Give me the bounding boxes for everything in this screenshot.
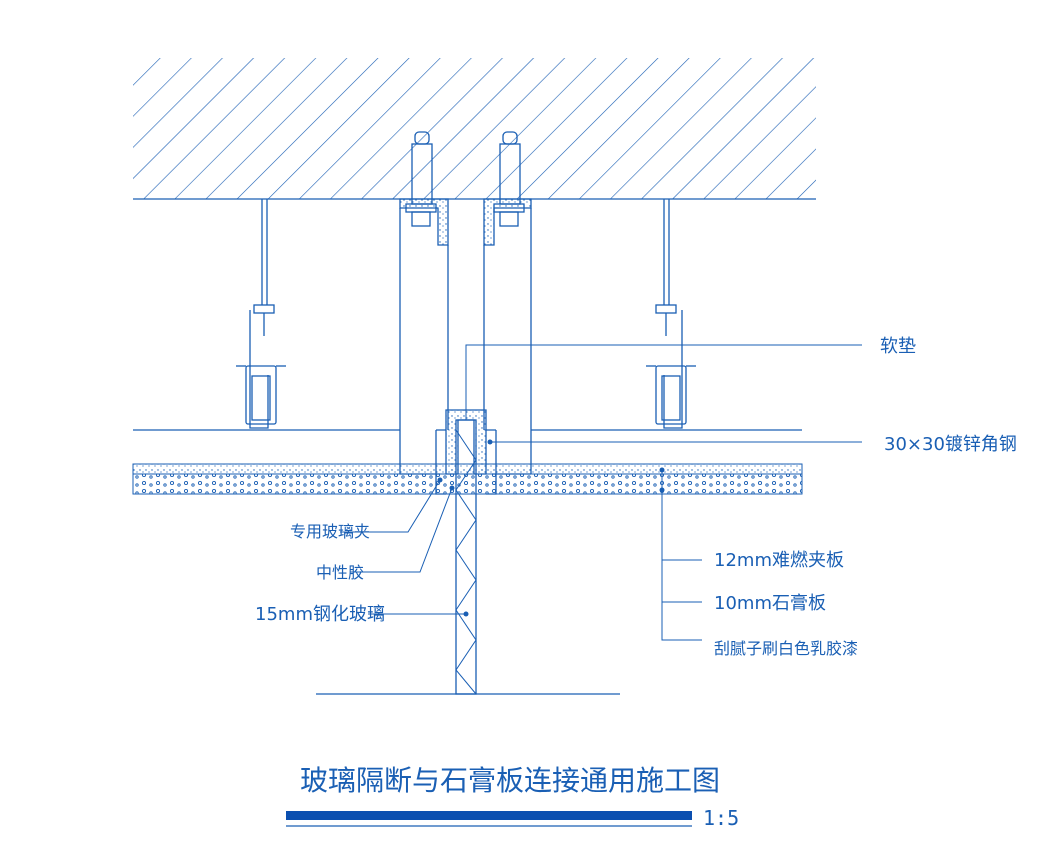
label-fire-board: 12mm难燃夹板 xyxy=(714,550,844,571)
label-angle-steel: 30×30镀锌角钢 xyxy=(884,434,1017,455)
label-gypsum-board: 10mm石膏板 xyxy=(714,592,826,614)
label-putty-paint: 刮腻子刷白色乳胶漆 xyxy=(714,639,858,658)
label-tempered-glass: 15mm钢化玻璃 xyxy=(255,604,385,625)
gypsum-board xyxy=(132,473,803,495)
concrete-slab xyxy=(133,58,816,199)
tempered-glass xyxy=(455,419,477,695)
leader-lines xyxy=(340,344,862,641)
drawing-title: 玻璃隔断与石膏板连接通用施工图 xyxy=(300,764,720,797)
drawing-scale: 1:5 xyxy=(703,806,739,830)
left-hanger xyxy=(236,199,286,429)
label-soft-pad: 软垫 xyxy=(880,336,916,357)
right-hanger xyxy=(646,199,696,429)
title-underline xyxy=(286,811,692,820)
top-angle-steel xyxy=(399,198,532,246)
label-neutral-glue: 中性胶 xyxy=(316,563,364,582)
label-glass-clip: 专用玻璃夹 xyxy=(290,522,370,541)
